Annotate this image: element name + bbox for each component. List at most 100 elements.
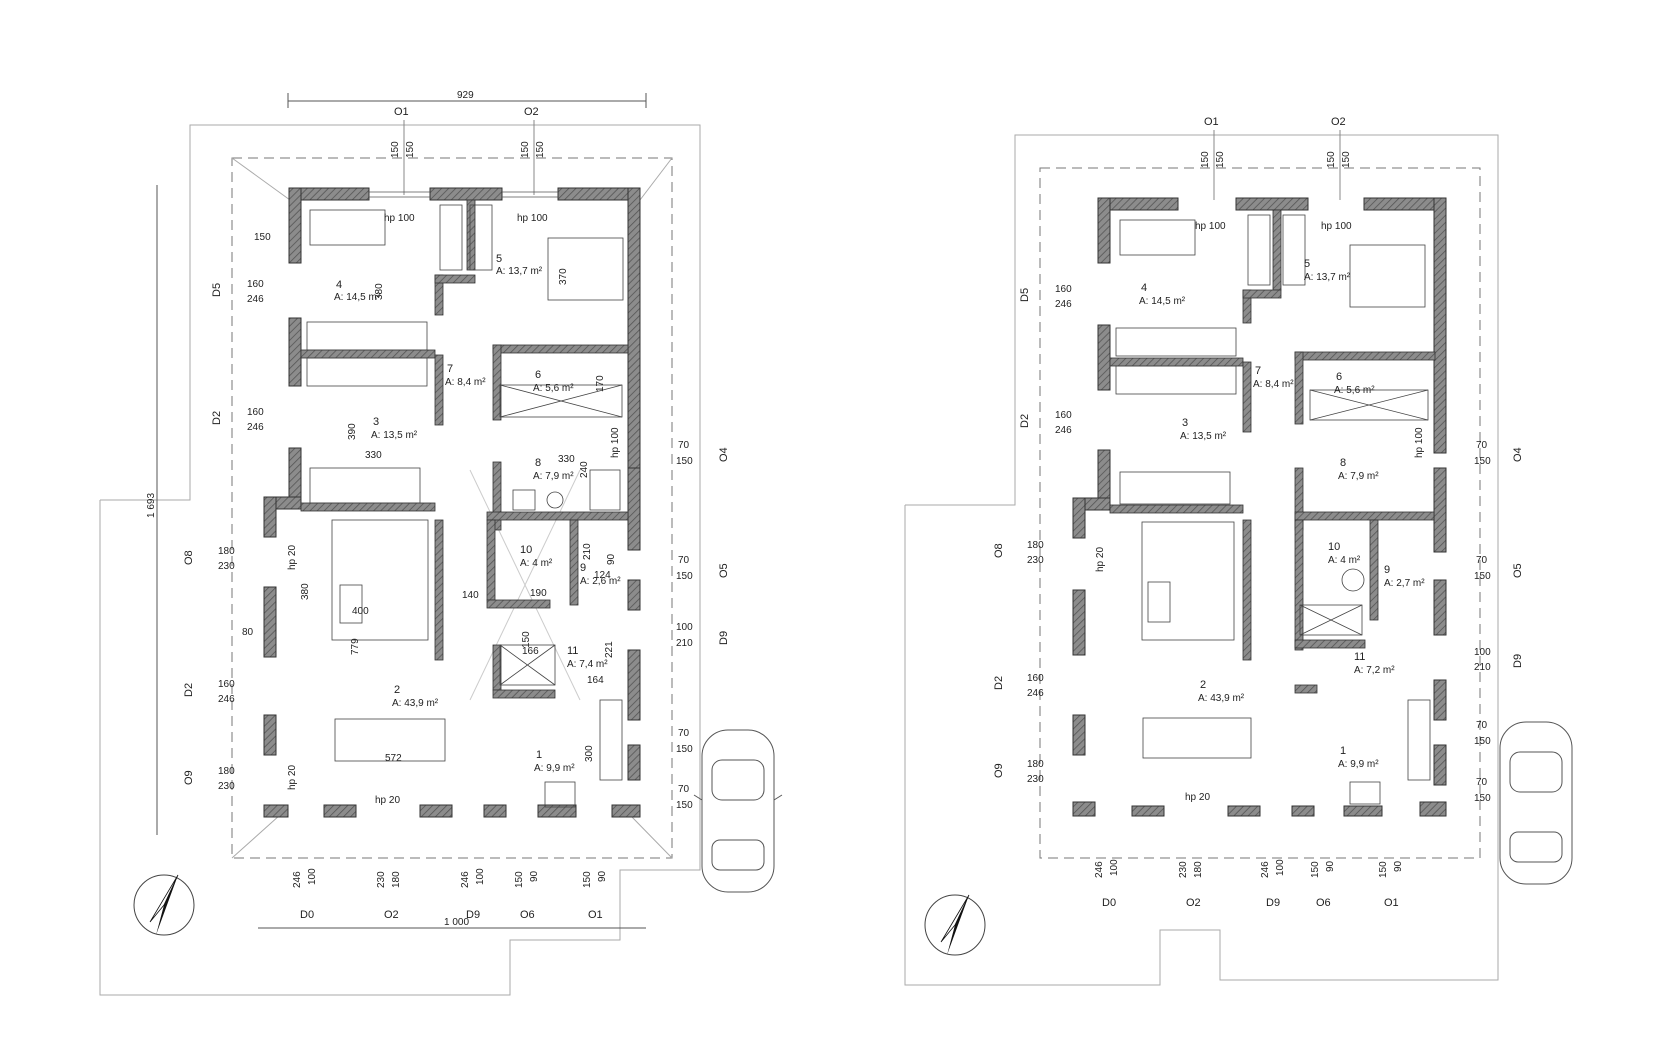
- svg-text:124: 124: [594, 570, 611, 581]
- svg-text:160: 160: [1055, 284, 1072, 295]
- svg-text:O8: O8: [183, 550, 195, 565]
- room-3-number: 3: [373, 416, 379, 428]
- room-5-number: 5: [496, 253, 502, 265]
- room-2-number: 2: [394, 684, 400, 696]
- top-dim-d: 150: [535, 141, 546, 158]
- svg-text:O6: O6: [520, 909, 535, 921]
- svg-text:7: 7: [1255, 365, 1261, 377]
- top-axis-o2: O2: [1331, 116, 1346, 128]
- room-10-number: 10: [520, 544, 532, 556]
- svg-text:150: 150: [1474, 736, 1491, 747]
- hp-label: hp 20: [287, 545, 298, 570]
- svg-text:572: 572: [385, 753, 402, 764]
- right-openings: 70 150 O4 70 150 O5 100 210 D9 70 150 70…: [1474, 440, 1524, 804]
- svg-text:100: 100: [1275, 859, 1286, 876]
- svg-text:70: 70: [678, 784, 690, 795]
- svg-text:246: 246: [292, 871, 303, 888]
- room-9-number: 9: [580, 562, 586, 574]
- svg-text:D2: D2: [211, 411, 223, 425]
- room-5-area: A: 13,7 m²: [496, 266, 543, 277]
- svg-text:150: 150: [1378, 861, 1389, 878]
- svg-text:D2: D2: [993, 676, 1005, 690]
- roof-overhang: [231, 157, 673, 859]
- svg-text:246: 246: [247, 294, 264, 305]
- svg-text:D2: D2: [183, 683, 195, 697]
- site-outline: [99, 124, 701, 996]
- svg-text:246: 246: [1094, 861, 1105, 878]
- svg-text:70: 70: [1476, 555, 1488, 566]
- room-1-area: A: 9,9 m²: [534, 763, 575, 774]
- svg-text:A: 7,2 m²: A: 7,2 m²: [1354, 665, 1395, 676]
- left-openings: D5 160 246 D2 160 246 O8 180 230 D2 160 …: [183, 279, 264, 792]
- svg-text:A: 7,9 m²: A: 7,9 m²: [1338, 471, 1379, 482]
- overall-width-dim: 929: [457, 90, 474, 101]
- svg-text:O4: O4: [718, 447, 730, 462]
- svg-text:A: 8,4 m²: A: 8,4 m²: [1253, 379, 1294, 390]
- svg-text:150: 150: [582, 871, 593, 888]
- top-dim-b: 150: [405, 141, 416, 158]
- svg-text:90: 90: [1325, 860, 1336, 872]
- svg-text:166: 166: [522, 646, 539, 657]
- floor-plan-left: 929 O1 O2 150 150 150 150 1 693: [99, 90, 783, 996]
- top-dim-a: 150: [390, 141, 401, 158]
- svg-text:D9: D9: [466, 909, 480, 921]
- hp-label: hp 100: [384, 213, 415, 224]
- svg-text:8: 8: [1340, 457, 1346, 469]
- svg-text:230: 230: [376, 871, 387, 888]
- svg-text:O5: O5: [1512, 563, 1524, 578]
- svg-text:140: 140: [462, 590, 479, 601]
- svg-text:150: 150: [1326, 151, 1337, 168]
- hp-label: hp 20: [1185, 792, 1210, 803]
- svg-text:779: 779: [350, 638, 361, 655]
- svg-text:A: 13,5 m²: A: 13,5 m²: [1180, 431, 1227, 442]
- svg-text:D0: D0: [1102, 897, 1116, 909]
- svg-text:150: 150: [1310, 861, 1321, 878]
- hp-label: hp 100: [1414, 427, 1425, 458]
- svg-text:330: 330: [558, 454, 575, 465]
- north-arrow-icon: [133, 874, 195, 936]
- svg-text:100: 100: [676, 622, 693, 633]
- room-labels: 4 A: 14,5 m² 5 A: 13,7 m² 7 A: 8,4 m² 6 …: [1139, 258, 1425, 770]
- hp-label: hp 20: [375, 795, 400, 806]
- overall-bottom-dim: 1 000: [444, 917, 469, 928]
- svg-text:400: 400: [352, 606, 369, 617]
- svg-text:150: 150: [676, 571, 693, 582]
- windows-top: [369, 191, 558, 198]
- svg-text:230: 230: [1027, 555, 1044, 566]
- svg-text:D0: D0: [300, 909, 314, 921]
- svg-text:100: 100: [1474, 647, 1491, 658]
- interior-walls: [1109, 209, 1436, 694]
- top-axis-o2: O2: [524, 106, 539, 118]
- overall-left-dim: 1 693: [146, 493, 157, 518]
- svg-text:6: 6: [1336, 371, 1342, 383]
- svg-text:70: 70: [1476, 440, 1488, 451]
- svg-text:210: 210: [582, 543, 593, 560]
- svg-text:A: 4 m²: A: 4 m²: [1328, 555, 1361, 566]
- left-openings: D5 160 246 D2 160 246 O8 180 230 D2 160 …: [993, 284, 1072, 785]
- svg-text:246: 246: [1260, 861, 1271, 878]
- svg-text:1: 1: [1340, 745, 1346, 757]
- svg-text:150: 150: [676, 744, 693, 755]
- svg-text:190: 190: [530, 588, 547, 599]
- svg-text:D2: D2: [1019, 414, 1031, 428]
- svg-text:370: 370: [558, 268, 569, 285]
- svg-text:180: 180: [1027, 759, 1044, 770]
- svg-text:150: 150: [1474, 571, 1491, 582]
- svg-text:A: 9,9 m²: A: 9,9 m²: [1338, 759, 1379, 770]
- room-6-area: A: 5,6 m²: [533, 383, 574, 394]
- svg-text:380: 380: [374, 283, 385, 300]
- svg-text:70: 70: [1476, 777, 1488, 788]
- svg-text:180: 180: [218, 546, 235, 557]
- svg-text:150: 150: [1215, 151, 1226, 168]
- svg-text:70: 70: [1476, 720, 1488, 731]
- svg-text:D9: D9: [1266, 897, 1280, 909]
- svg-text:380: 380: [300, 583, 311, 600]
- room-2-area: A: 43,9 m²: [392, 698, 439, 709]
- svg-text:90: 90: [1393, 860, 1404, 872]
- svg-text:180: 180: [1027, 540, 1044, 551]
- svg-text:O9: O9: [183, 770, 195, 785]
- svg-text:160: 160: [1027, 673, 1044, 684]
- svg-text:D9: D9: [718, 631, 730, 645]
- svg-text:150: 150: [1474, 793, 1491, 804]
- svg-text:O9: O9: [993, 763, 1005, 778]
